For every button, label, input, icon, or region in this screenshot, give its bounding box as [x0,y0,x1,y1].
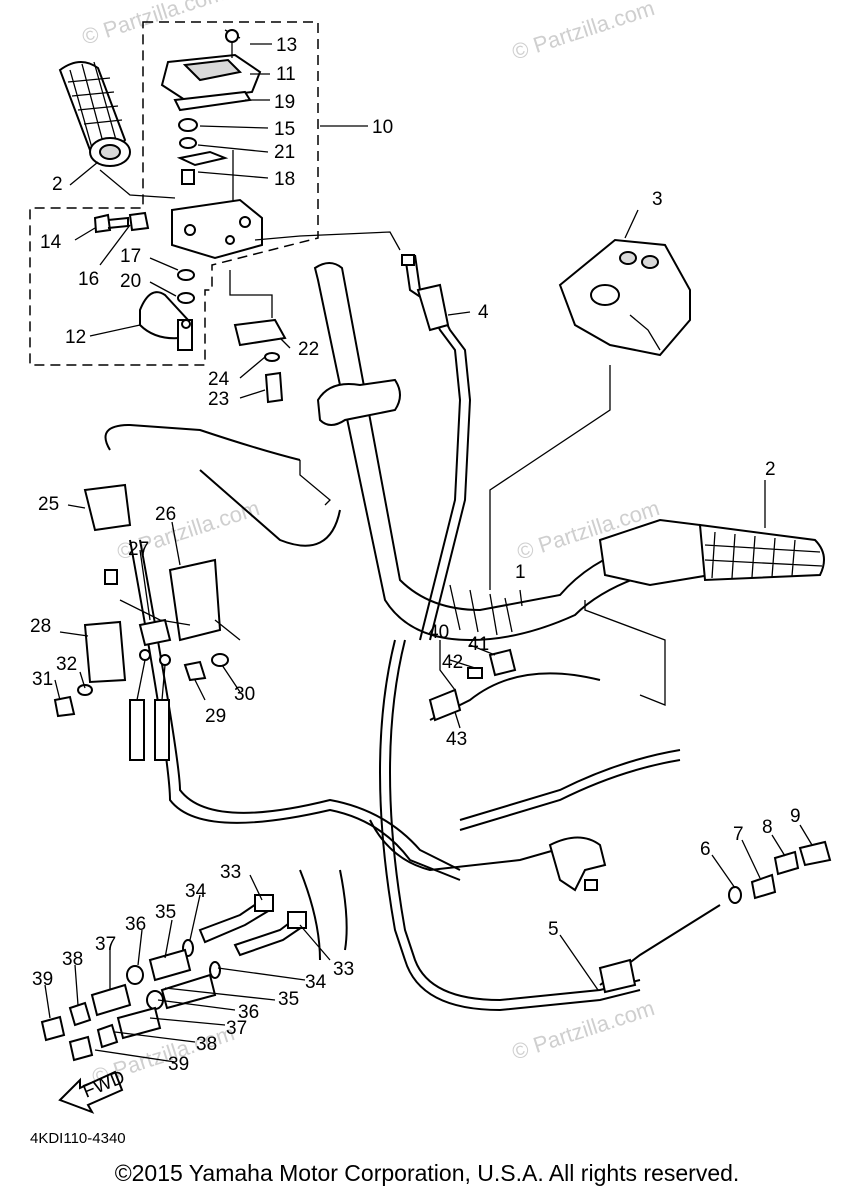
cable-5-end [598,840,832,994]
callout: 15 [274,119,295,140]
watermark: © Partzilla.com [509,0,658,65]
washer-15 [178,118,198,132]
callout: 18 [274,169,295,190]
callout: 5 [548,919,559,940]
guide-part [138,618,172,647]
callout: 29 [205,706,226,727]
callout: 25 [38,494,59,515]
callout: 32 [56,654,77,675]
switch-body [171,198,401,260]
callout: 26 [155,504,176,525]
callout: 38 [196,1034,217,1055]
plate-28 [83,620,127,684]
copyright: ©2015 Yamaha Motor Corporation, U.S.A. A… [114,1160,740,1186]
callout: 20 [120,271,141,292]
callout: 17 [120,246,141,267]
clip-21 [176,150,229,167]
washer-32 [77,684,93,696]
callout: 33 [220,862,241,883]
callout: 23 [208,389,229,410]
right-grip [598,518,825,587]
callout: 28 [30,616,51,637]
switch-assembly-box [29,21,319,366]
callout: 6 [700,839,711,860]
callout: 11 [276,64,296,85]
switch-26 [168,558,222,642]
screw-29 [183,660,207,682]
washer-24 [264,352,280,362]
watermark: © Partzilla.com [509,995,658,1065]
bracket-22 [233,318,287,347]
washer-30 [211,653,229,667]
watermark: © Partzilla.com [79,0,228,50]
callout: 37 [226,1018,247,1039]
callout: 22 [298,339,319,360]
callout: 24 [208,369,230,390]
callout: 3 [652,189,663,210]
callout: 13 [276,35,297,56]
washer-17 [177,269,195,281]
callout: 34 [305,972,327,993]
switch-cover [160,29,262,112]
switch-cover-right [558,238,691,357]
callout-labels: 1 2 2 3 4 5 6 7 8 9 10 11 12 13 14 15 16… [30,35,801,1075]
elbow-cap [584,879,598,891]
screw-31 [53,695,76,718]
callout: 41 [468,634,489,655]
callout: 9 [790,806,801,827]
callout: 43 [446,729,467,750]
nut-16 [128,211,150,232]
callout: 21 [274,142,295,163]
callout: 16 [78,269,99,290]
callout: 39 [168,1054,189,1075]
pin-42 [467,667,483,679]
clip-41 [488,648,517,677]
spring-27 [104,569,118,585]
callout: 35 [155,902,176,923]
callout: 36 [125,914,146,935]
callout: 14 [40,232,62,253]
callout: 8 [762,817,773,838]
washer-20 [177,292,195,304]
callout: 36 [238,1002,259,1023]
leader-lines [44,43,813,1063]
cable-elbow [548,836,607,892]
cable-4 [401,254,472,641]
bolt-14 [93,213,129,234]
callout: 38 [62,949,83,970]
callout: 39 [32,969,53,990]
callout: 4 [478,302,489,323]
throttle-lever [139,291,193,351]
callout: 19 [274,92,295,113]
callout: 30 [234,684,255,705]
lever-bracket-25 [83,483,132,532]
left-grip [58,61,176,199]
screw-23 [264,371,284,404]
callout: 2 [765,459,776,480]
spring-18 [181,169,195,185]
callout: 42 [442,652,463,673]
callout: 7 [733,824,744,845]
callout: 40 [428,622,449,643]
callout: 33 [333,959,354,980]
callout: 12 [65,327,86,348]
callout: 27 [128,539,149,560]
washer-21 [179,137,197,149]
adjuster-43 [428,688,462,722]
callout: 35 [278,989,299,1010]
callout: 31 [32,669,53,690]
diagram-code: 4KDI110-4340 [30,1130,126,1147]
cable-adjusters [40,894,307,1062]
cable-ends [129,649,171,761]
callout: 1 [515,562,526,583]
callout: 10 [372,117,393,138]
callout: 37 [95,934,116,955]
brake-cables [104,423,681,1012]
callout: 34 [185,881,207,902]
callout: 2 [52,174,63,195]
